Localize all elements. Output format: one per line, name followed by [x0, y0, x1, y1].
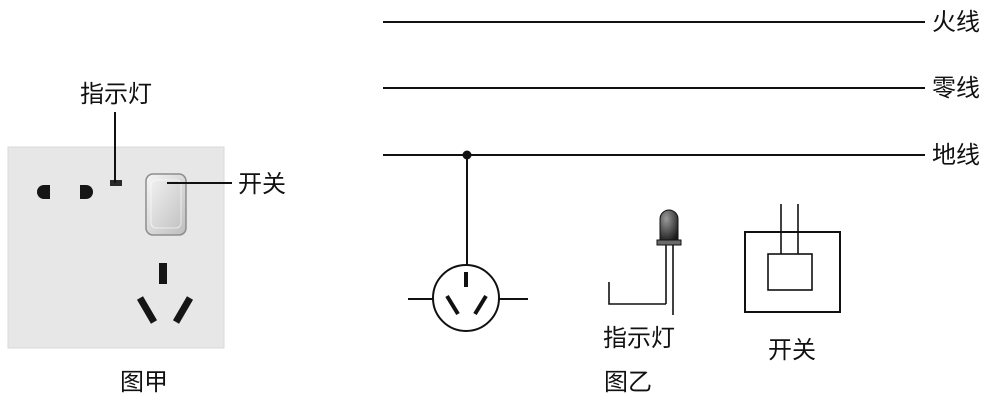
switch-inner-box [767, 253, 813, 291]
indicator-label-b: 指示灯 [603, 324, 675, 352]
two-pin-hole-right [80, 185, 93, 199]
switch-symbol [744, 204, 841, 313]
socket-panel-figure: 指示灯 开关 图甲 [7, 80, 286, 396]
indicator-label-a: 指示灯 [80, 80, 152, 108]
indicator-lamp [608, 209, 682, 315]
live-wire-label: 火线 [932, 8, 980, 36]
ground-wire-label: 地线 [932, 141, 980, 169]
socket-pin-left [445, 294, 460, 316]
three-pin-hole-left [136, 296, 158, 324]
lamp-bulb [659, 209, 679, 241]
lamp-base [656, 239, 682, 246]
three-pin-hole-right [172, 296, 194, 324]
two-pin-hole-left [37, 185, 50, 199]
socket-pin-right [473, 294, 488, 316]
switch-outer-box [744, 231, 841, 313]
switch-label-b: 开关 [768, 336, 816, 364]
rocker-switch [145, 173, 187, 236]
figure-b-caption: 图乙 [604, 368, 652, 396]
figure-a-caption: 图甲 [120, 368, 168, 396]
rocker-switch-face [150, 179, 182, 229]
three-pin-hole-top [159, 263, 167, 284]
switch-label-a: 开关 [238, 170, 286, 198]
three-pin-socket-symbol [408, 264, 528, 332]
lamp-lead-bend [608, 282, 666, 305]
neutral-wire-label: 零线 [932, 74, 980, 102]
wiring-diagram: 火线 零线 地线 指示灯 开 [383, 8, 980, 396]
